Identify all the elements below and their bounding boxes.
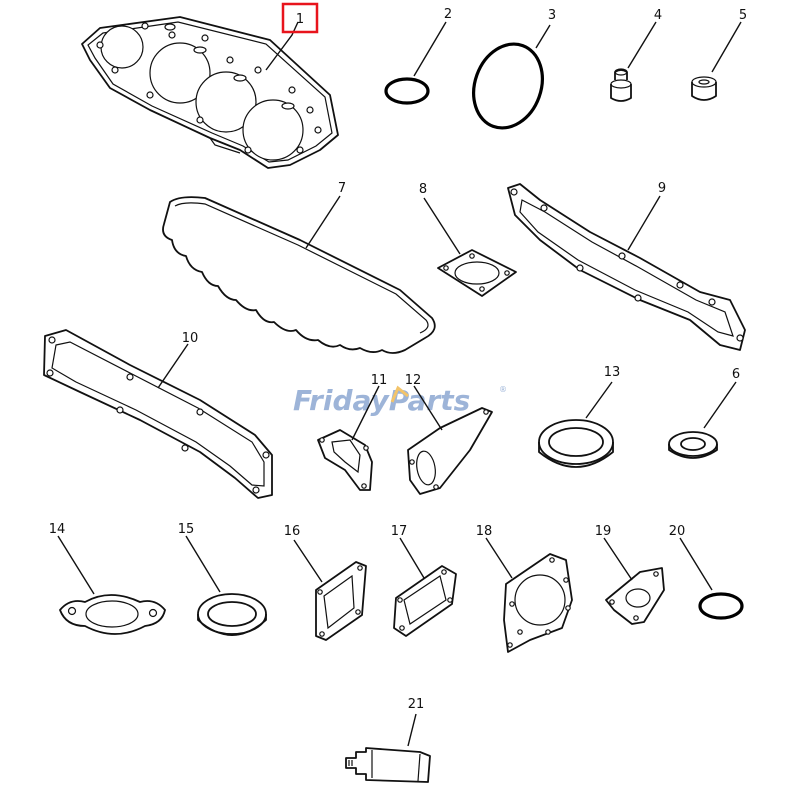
part-17-rect-gasket[interactable] [393, 565, 457, 637]
callout-20: 20 [669, 524, 686, 539]
leader-7 [305, 195, 341, 249]
callout-2: 2 [444, 7, 452, 22]
part-7-valve-cover-gasket[interactable] [162, 196, 436, 354]
callout-11: 11 [371, 373, 388, 388]
callout-4: 4 [654, 8, 662, 23]
part-12-thermostat-gasket[interactable] [407, 407, 493, 495]
svg-text:®: ® [499, 385, 507, 394]
callout-8: 8 [419, 182, 427, 197]
leader-17 [399, 537, 425, 579]
leader-13 [585, 381, 613, 419]
callout-18: 18 [476, 524, 493, 539]
leader-16 [293, 539, 323, 583]
part-18-water-pump-gasket[interactable] [503, 553, 573, 653]
callout-5: 5 [739, 8, 747, 23]
part-14-flange-gasket[interactable] [59, 594, 166, 635]
callout-3: 3 [548, 8, 556, 23]
leader-12 [413, 385, 443, 431]
leader-18 [485, 537, 513, 579]
part-21-sealant-tube[interactable] [345, 747, 431, 783]
leader-15 [185, 535, 221, 593]
part-4-valve-stem-seal[interactable] [610, 68, 632, 102]
leader-10 [157, 343, 189, 389]
part-15-seal-ring[interactable] [197, 593, 267, 636]
part-9-intake-manifold-gasket[interactable] [507, 183, 746, 351]
callout-14: 14 [49, 522, 66, 537]
callout-7: 7 [338, 181, 346, 196]
callout-1-highlight-box [281, 2, 319, 34]
leader-1 [265, 21, 299, 71]
part-6-small-oil-seal[interactable] [668, 431, 718, 459]
watermark-logo: FridayParts ® [293, 384, 507, 417]
leader-8 [423, 197, 461, 255]
leader-19 [603, 537, 633, 581]
part-8-square-gasket[interactable] [437, 249, 517, 297]
part-20-o-ring[interactable] [698, 592, 744, 620]
leader-9 [627, 195, 661, 251]
part-2-o-ring[interactable] [384, 77, 430, 105]
leader-3 [535, 24, 551, 49]
leader-11 [351, 385, 380, 441]
callout-19: 19 [595, 524, 612, 539]
callout-9: 9 [658, 181, 666, 196]
callout-10: 10 [182, 331, 199, 346]
part-11-gasket[interactable] [317, 429, 373, 491]
callout-1: 1 [296, 12, 304, 27]
callout-17: 17 [391, 524, 408, 539]
svg-text:FridayParts: FridayParts [293, 384, 470, 417]
leader-4 [627, 21, 657, 69]
callout-12: 12 [405, 373, 422, 388]
leader-5 [711, 21, 742, 73]
callout-21: 21 [408, 697, 425, 712]
callout-15: 15 [178, 522, 195, 537]
part-10-exhaust-manifold-gasket[interactable] [43, 329, 273, 499]
part-1-head-gasket[interactable] [81, 16, 339, 169]
leader-6 [703, 381, 737, 429]
part-13-oil-seal[interactable] [538, 419, 614, 468]
callout-6: 6 [732, 367, 740, 382]
part-5-seal-cap[interactable] [691, 76, 717, 101]
leader-2 [413, 21, 447, 77]
part-16-rect-gasket[interactable] [315, 561, 367, 641]
part-3-large-o-ring[interactable] [462, 34, 553, 137]
leader-21 [407, 713, 417, 747]
callout-13: 13 [604, 365, 621, 380]
callout-16: 16 [284, 524, 301, 539]
leader-14 [57, 535, 95, 595]
part-19-small-gasket[interactable] [605, 567, 665, 625]
leader-20 [679, 537, 713, 591]
